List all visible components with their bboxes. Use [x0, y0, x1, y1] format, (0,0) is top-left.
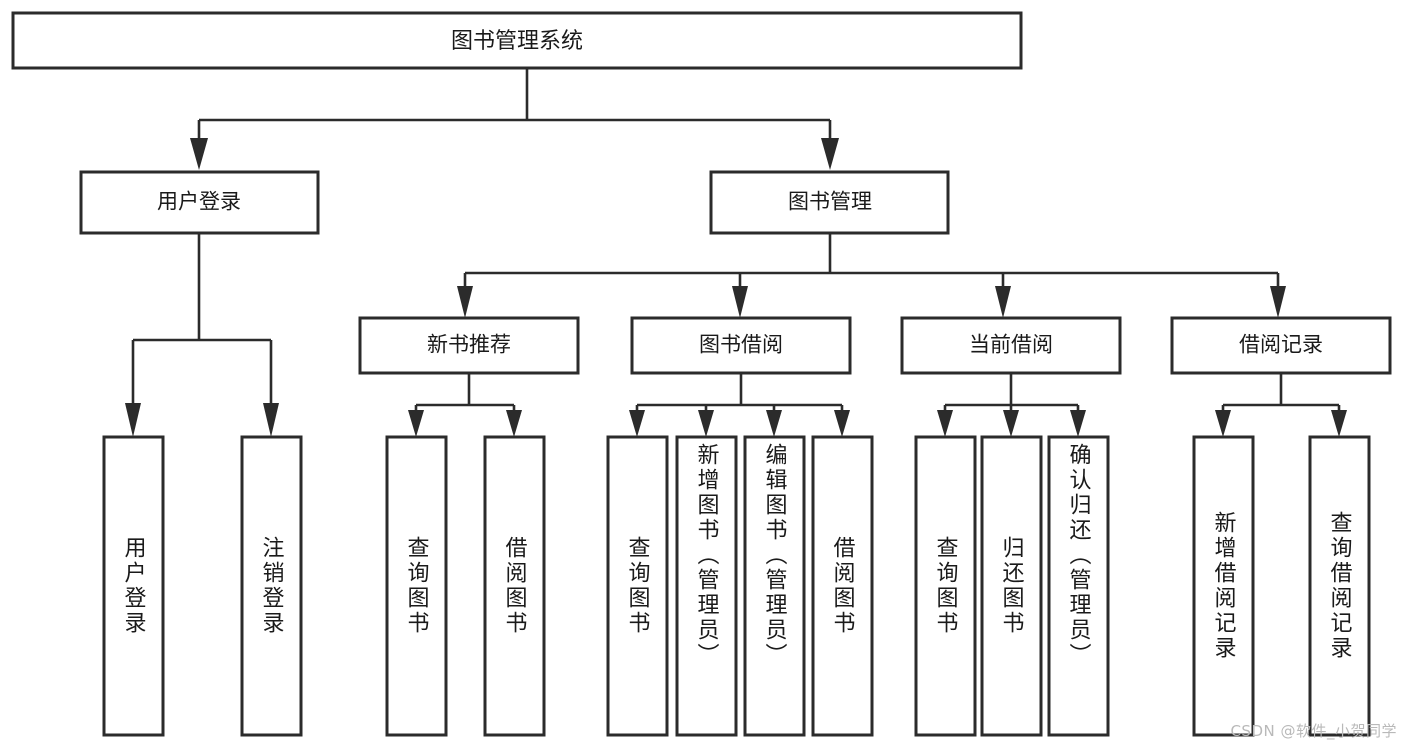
arrowhead-borrow-record — [1270, 286, 1286, 318]
arrowhead-leaf-add-record — [1215, 410, 1231, 437]
arrowhead-leaf-add-book — [698, 410, 714, 437]
leaf-box-return-book[interactable] — [980, 435, 1043, 737]
leaf-box-confirm-return[interactable] — [1047, 435, 1110, 737]
connector-root-trunk — [190, 68, 839, 170]
node-book-manage[interactable]: 图书管理 — [709, 170, 950, 235]
node-book-manage-label: 图书管理 — [788, 191, 872, 214]
arrowhead-leaf-return-book — [1003, 410, 1019, 437]
node-current-borrow-label: 当前借阅 — [969, 334, 1053, 357]
arrowhead-new-book-recommend — [457, 286, 473, 318]
connector-borrowrecord-children — [1215, 373, 1347, 437]
node-user-login[interactable]: 用户登录 — [79, 170, 320, 235]
arrowhead-bookmanage — [821, 138, 839, 170]
arrowhead-leaf-user-login — [125, 403, 141, 437]
arrowhead-leaf-logout-login — [263, 403, 279, 437]
leaf-box-query-book-1[interactable] — [385, 435, 448, 737]
leaf-box-add-record[interactable] — [1192, 435, 1255, 737]
node-root-label: 图书管理系统 — [451, 28, 583, 53]
arrowhead-book-borrow — [732, 286, 748, 318]
arrowhead-leaf-query-book-1 — [408, 410, 424, 437]
watermark-text: CSDN @软件_小贺同学 — [1230, 722, 1397, 740]
node-borrow-record[interactable]: 借阅记录 — [1170, 316, 1392, 375]
arrowhead-leaf-confirm-return — [1070, 410, 1086, 437]
arrowhead-leaf-edit-book — [766, 410, 782, 437]
leaf-box-edit-book[interactable] — [743, 435, 806, 737]
arrowhead-leaf-borrow-book-1 — [506, 410, 522, 437]
arrowhead-userlogin — [190, 138, 208, 170]
node-root-box[interactable] — [11, 11, 1023, 70]
node-book-manage-box[interactable] — [709, 170, 950, 235]
node-new-book-recommend-box[interactable] — [358, 316, 580, 375]
leaf-box-query-record[interactable] — [1308, 435, 1371, 737]
leaf-box-query-book-2[interactable] — [606, 435, 669, 737]
arrowhead-leaf-borrow-book-2 — [834, 410, 850, 437]
leaf-box-logout-login[interactable] — [240, 435, 303, 737]
node-book-borrow-label: 图书借阅 — [699, 334, 783, 357]
node-new-book-recommend-label: 新书推荐 — [427, 334, 511, 357]
node-root[interactable]: 图书管理系统 — [11, 11, 1023, 70]
connector-userlogin-children — [125, 233, 279, 437]
node-borrow-record-box[interactable] — [1170, 316, 1392, 375]
connector-currentborrow-children — [937, 373, 1086, 437]
leaf-box-borrow-book-1[interactable] — [483, 435, 546, 737]
arrowhead-leaf-query-book-2 — [629, 410, 645, 437]
leaf-box-add-book[interactable] — [675, 435, 738, 737]
arrowhead-leaf-query-record — [1331, 410, 1347, 437]
node-user-login-label: 用户登录 — [157, 191, 241, 214]
node-new-book-recommend[interactable]: 新书推荐 — [358, 316, 580, 375]
connector-bookmanage-children — [457, 233, 1286, 318]
arrowhead-current-borrow — [995, 286, 1011, 318]
connector-newbook-children — [408, 373, 522, 437]
node-book-borrow[interactable]: 图书借阅 — [630, 316, 852, 375]
leaf-box-query-book-3[interactable] — [914, 435, 977, 737]
node-current-borrow-box[interactable] — [900, 316, 1122, 375]
leaf-box-borrow-book-2[interactable] — [811, 435, 874, 737]
node-book-borrow-box[interactable] — [630, 316, 852, 375]
arrowhead-leaf-query-book-3 — [937, 410, 953, 437]
connector-bookborrow-children — [629, 373, 850, 437]
node-current-borrow[interactable]: 当前借阅 — [900, 316, 1122, 375]
leaf-box-user-login[interactable] — [102, 435, 165, 737]
node-borrow-record-label: 借阅记录 — [1239, 334, 1323, 357]
